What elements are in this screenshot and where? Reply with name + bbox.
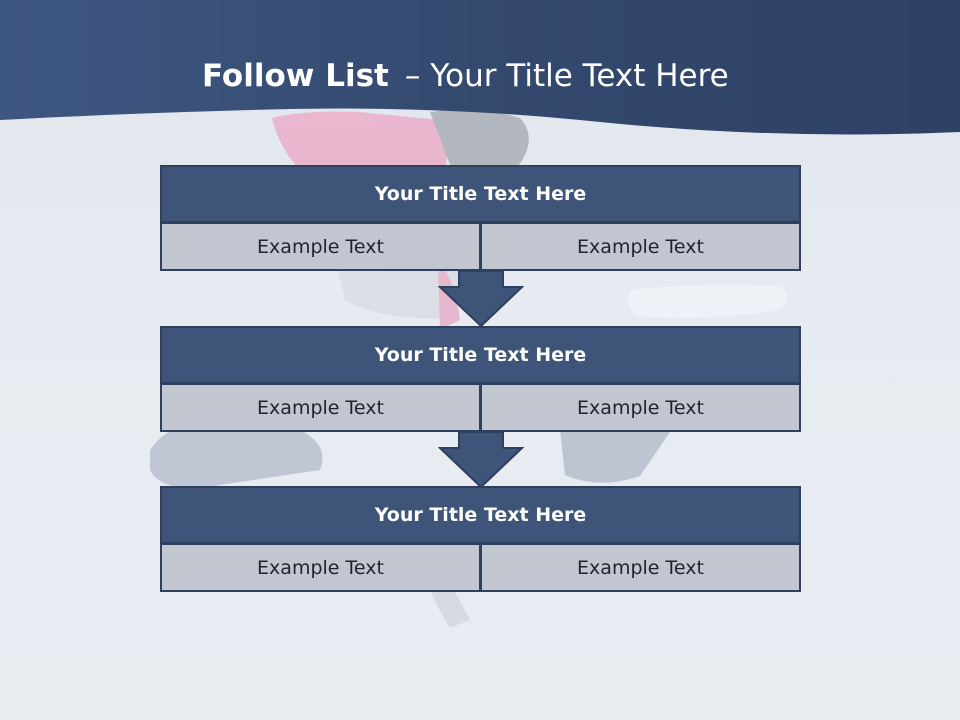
header-band (0, 0, 960, 135)
slide-title-dash: – (404, 58, 421, 94)
step-title-1: Your Title Text Here (160, 165, 801, 223)
step-block-3: Your Title Text Here Example Text Exampl… (160, 486, 801, 592)
down-arrow-icon (438, 432, 524, 488)
step-1-right-cell: Example Text (480, 222, 801, 271)
slide-title-bold: Follow List (202, 58, 389, 94)
step-title-3: Your Title Text Here (160, 486, 801, 544)
step-3-right-cell: Example Text (480, 543, 801, 592)
step-block-2: Your Title Text Here Example Text Exampl… (160, 326, 801, 432)
step-3-left-cell: Example Text (160, 543, 481, 592)
step-2-left-cell: Example Text (160, 383, 481, 432)
slide-title-rest: Your Title Text Here (430, 58, 729, 94)
step-title-2: Your Title Text Here (160, 326, 801, 384)
step-block-1: Your Title Text Here Example Text Exampl… (160, 165, 801, 271)
step-2-right-cell: Example Text (480, 383, 801, 432)
down-arrow-icon (438, 271, 524, 327)
slide-title: Follow List–Your Title Text Here (202, 54, 729, 98)
step-1-left-cell: Example Text (160, 222, 481, 271)
